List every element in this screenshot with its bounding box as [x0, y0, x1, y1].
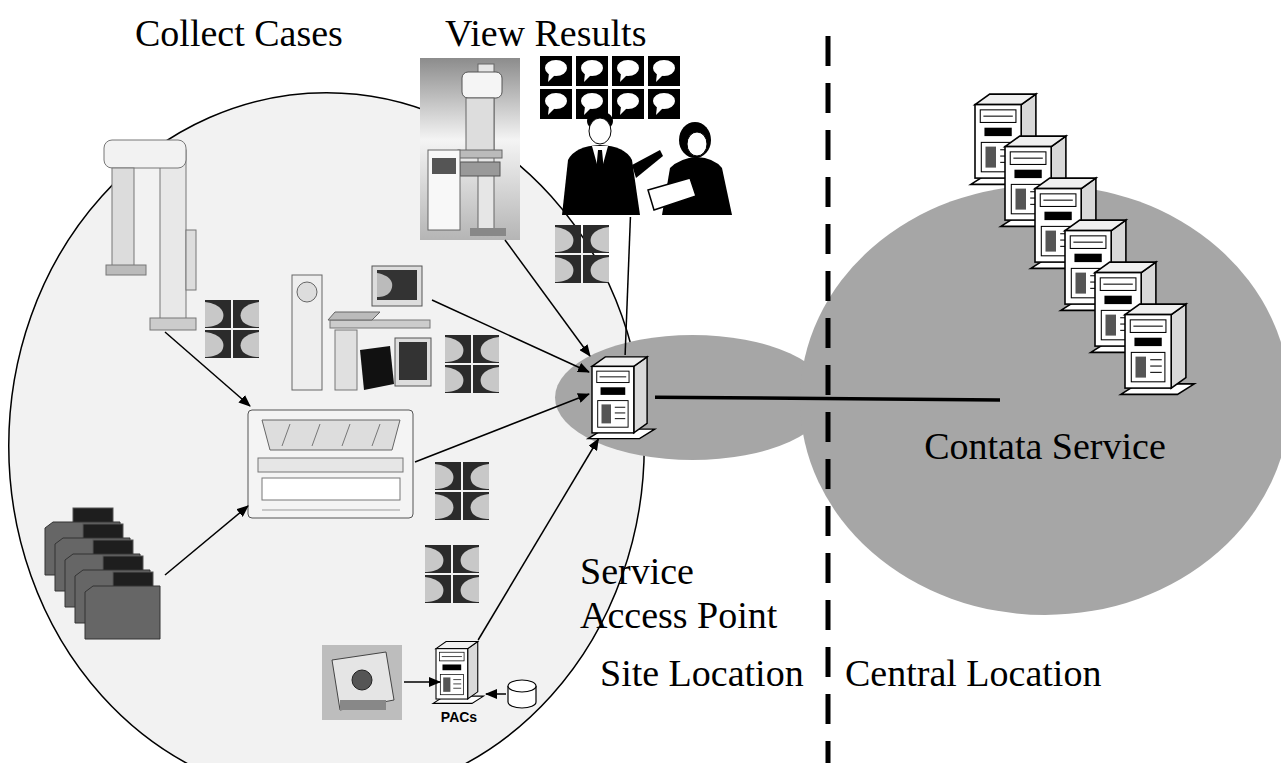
region-ellipse	[800, 185, 1281, 615]
film-digitizer	[248, 410, 413, 518]
viewers-picture	[540, 56, 732, 215]
region-heading: Collect Cases	[135, 12, 343, 56]
region-outline	[555, 335, 830, 460]
pacs-server: PACs	[428, 638, 492, 728]
site-region: Collect CasesPACs	[8, 92, 645, 763]
access-point-region: Service Access Point	[555, 335, 830, 460]
node-label: Service Access Point	[580, 550, 792, 637]
service-region: Contata Service	[800, 185, 1281, 615]
region-ellipse	[9, 93, 645, 763]
region-outline	[800, 185, 1281, 615]
group-heading: View Results	[445, 12, 646, 56]
archive-disk	[508, 680, 536, 708]
location-label: Site Location	[600, 652, 804, 696]
mammography-unit	[420, 58, 520, 240]
region-ellipse	[555, 335, 830, 460]
server-label: PACs	[428, 709, 490, 726]
region-outline	[8, 92, 645, 763]
results-viewers: View Results	[445, 12, 737, 217]
location-label: Central Location	[845, 652, 1101, 696]
scanner-device	[322, 645, 402, 720]
node-label: Contata Service	[800, 425, 1281, 469]
